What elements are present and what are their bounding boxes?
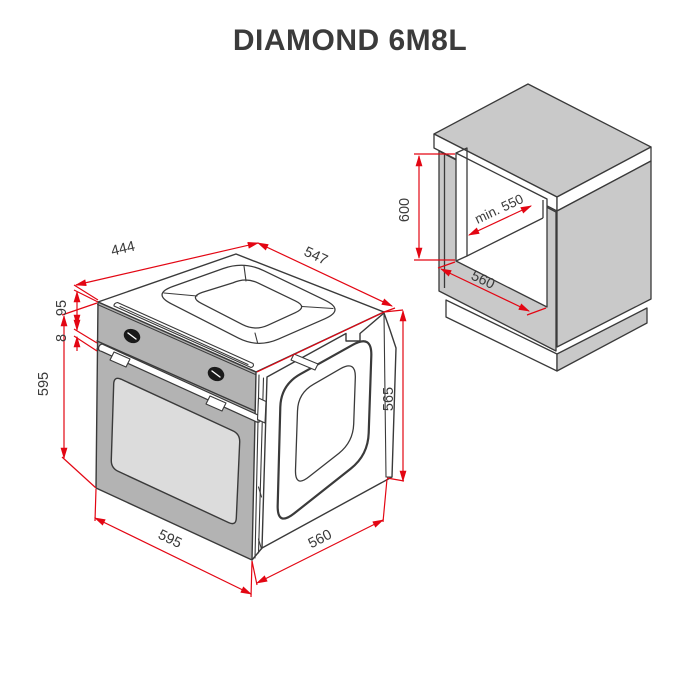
dim-label-oven-panel-gap: 8	[54, 334, 70, 342]
oven-drawing	[95, 253, 397, 561]
dim-label-oven-panel-height: 95	[54, 300, 70, 316]
dim-label-oven-front-width: 595	[155, 527, 184, 552]
dim-label-oven-side-height: 565	[381, 387, 397, 411]
dim-label-niche-height: 600	[397, 198, 413, 222]
dim-label-oven-top-width: 444	[110, 239, 137, 260]
cabinet-drawing	[433, 83, 652, 372]
dimension-lines	[60, 153, 547, 598]
page-title: DIAMOND 6M8L	[232, 24, 468, 57]
dim-label-oven-height: 595	[36, 372, 52, 396]
dim-label-oven-body-depth: 560	[306, 527, 335, 552]
